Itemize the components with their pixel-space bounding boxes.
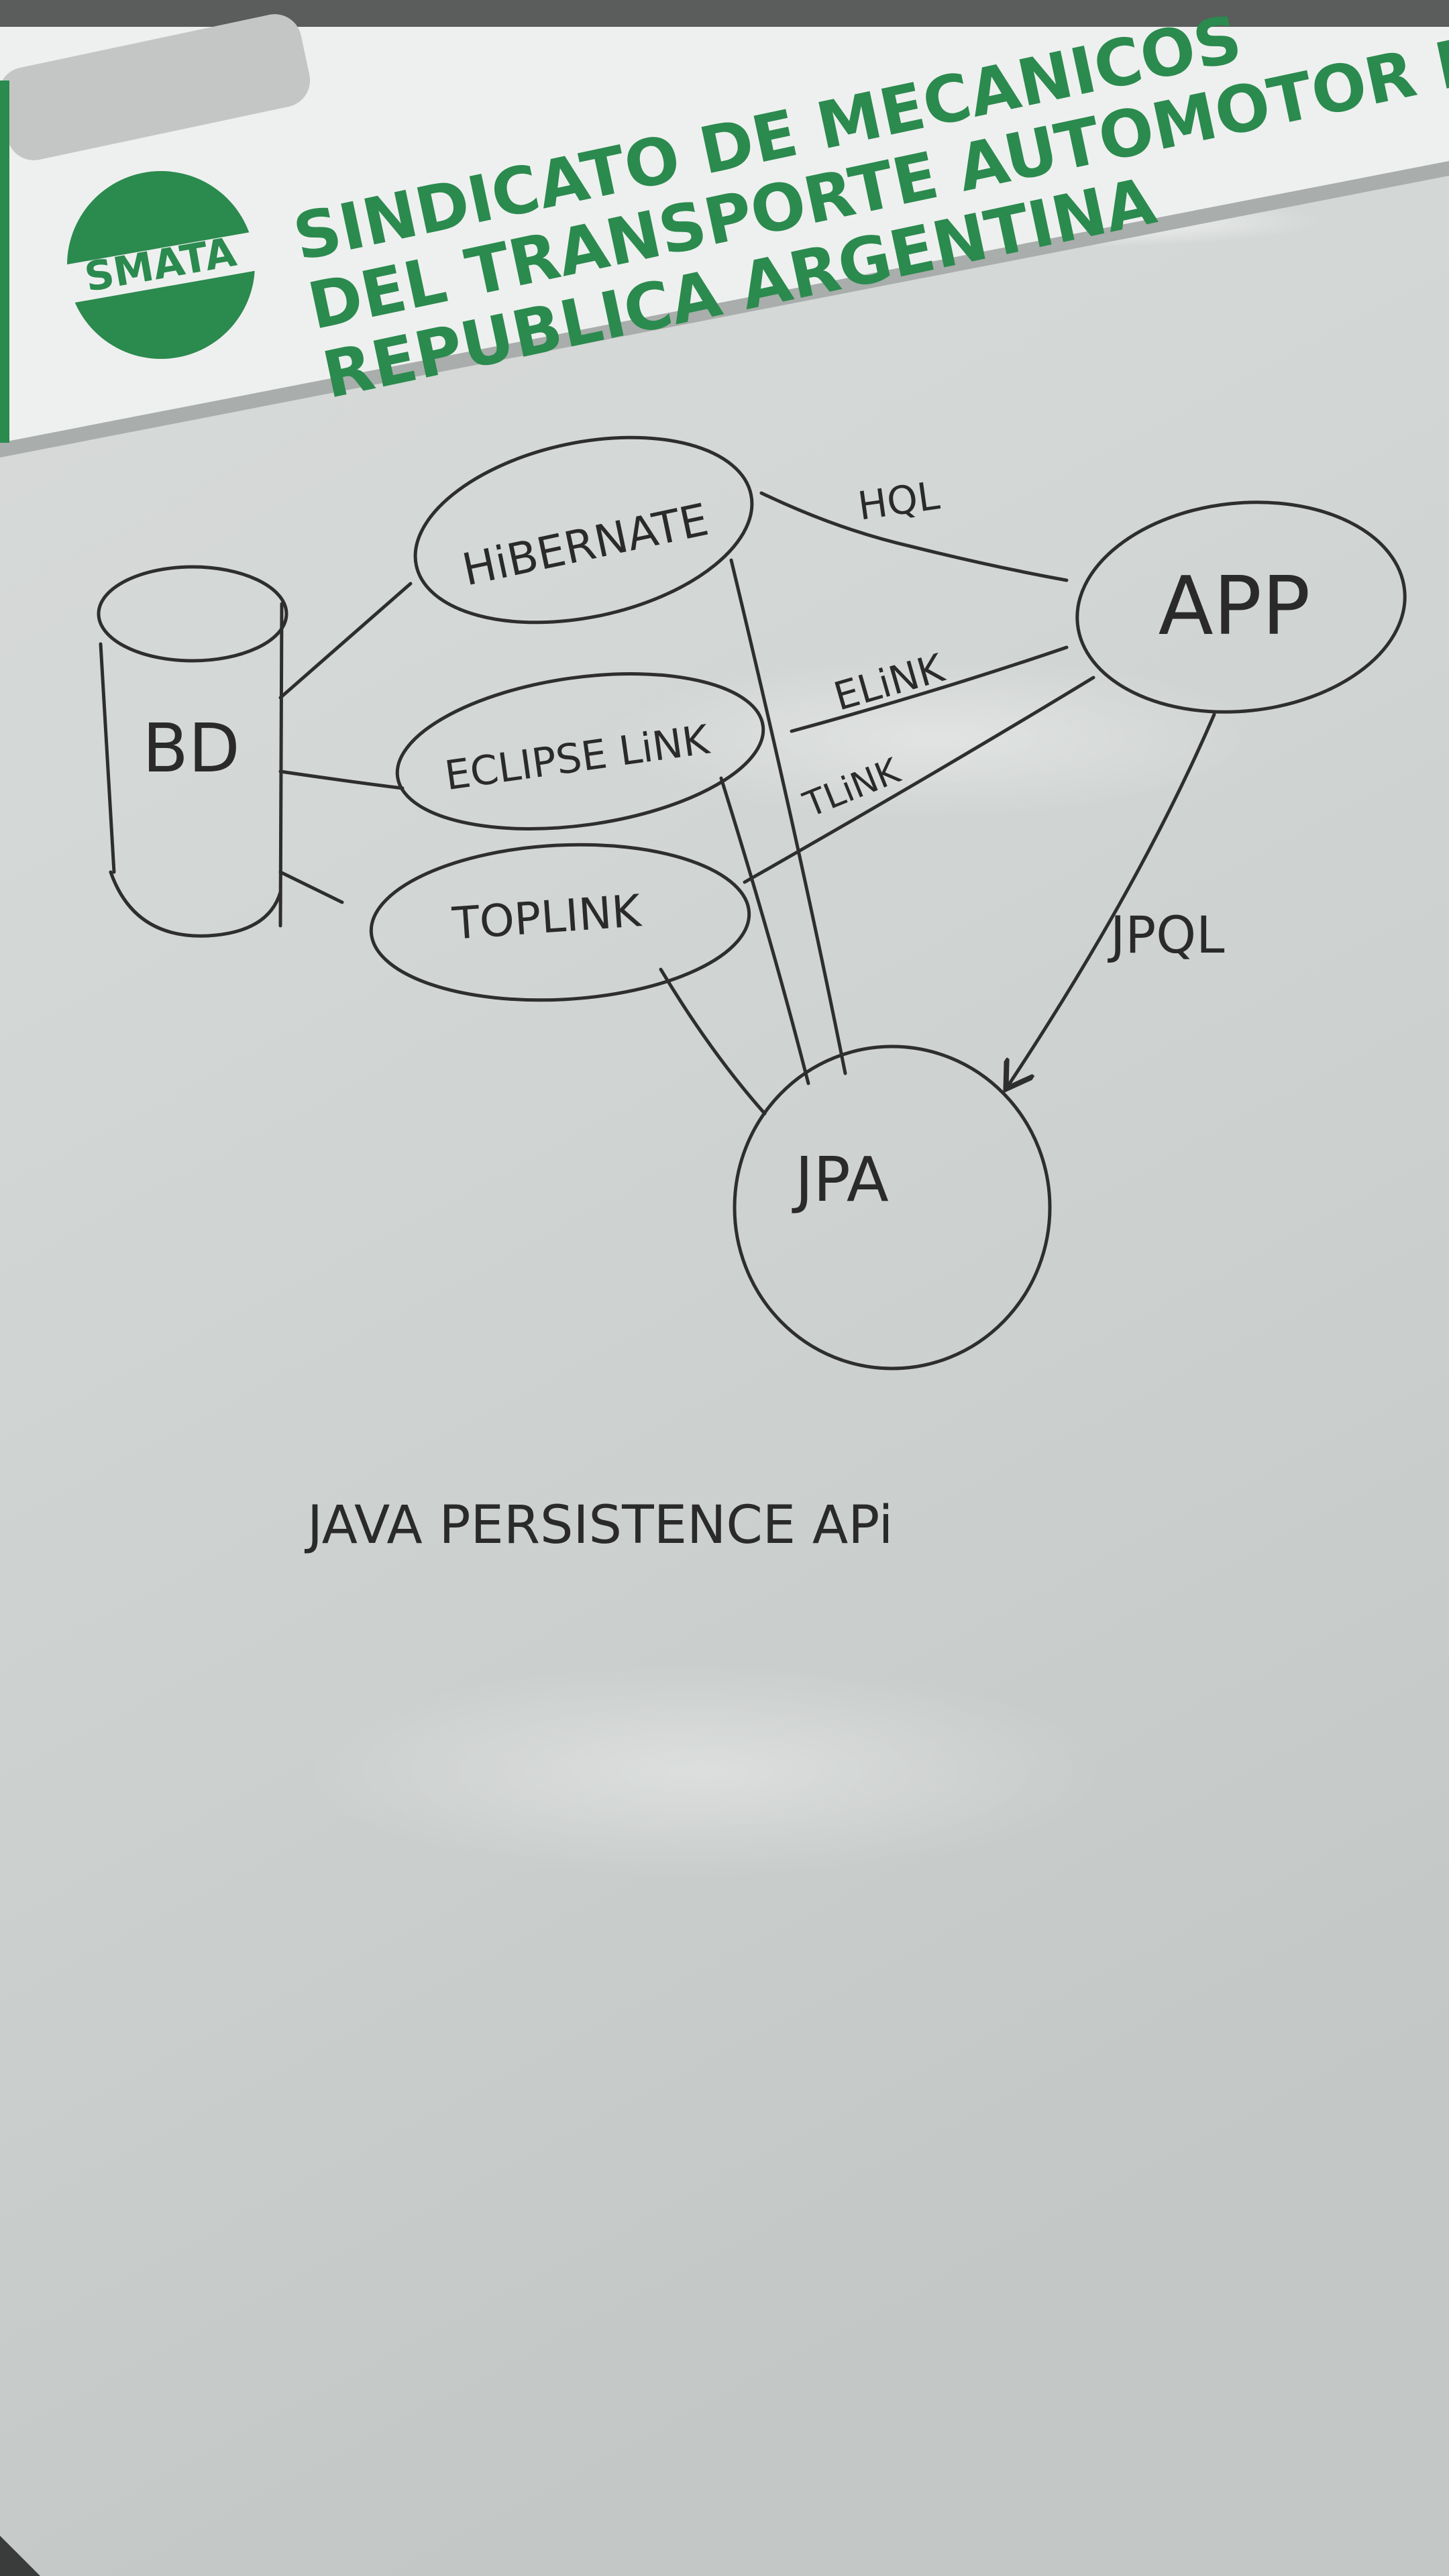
edge-bd-eclipselink <box>278 769 405 790</box>
bd-cylinder-left <box>99 642 116 874</box>
hibernate-ellipse <box>413 435 754 625</box>
edge-app-jpa <box>1010 712 1216 1083</box>
bd-cylinder-bottom <box>109 870 282 938</box>
edge-label-jpql: JPQL <box>1108 905 1224 965</box>
glare-middle <box>302 1664 1107 1878</box>
edge-hibernate-app <box>759 491 1069 582</box>
marker-tray <box>0 14 311 160</box>
diagram-caption: JAVA PERSISTENCE APi <box>304 1495 893 1556</box>
bd-label: BD <box>142 709 240 788</box>
edge-label-hql: HQL <box>855 472 943 529</box>
bd-cylinder-top <box>97 565 288 663</box>
glare-upper <box>604 657 1275 818</box>
app-label: APP <box>1159 560 1311 653</box>
edge-toplink-jpa <box>659 967 767 1116</box>
jpa-label: JPA <box>792 1144 889 1216</box>
node-app: APP <box>1075 500 1407 714</box>
edge-eclipselink-app <box>790 645 1069 733</box>
smata-logo: SMATA <box>61 171 264 359</box>
banner-green-strip <box>0 80 9 443</box>
board-corner <box>0 2536 40 2576</box>
edge-hibernate-jpa <box>729 558 847 1075</box>
app-ellipse <box>1075 500 1407 714</box>
edge-eclipselink-jpa <box>719 776 810 1085</box>
eclipselink-ellipse <box>395 672 765 830</box>
edge-bd-hibernate <box>278 582 413 700</box>
toplink-ellipse <box>369 843 751 1002</box>
bd-cylinder-right <box>278 602 284 928</box>
banner-edge <box>0 161 1449 458</box>
edge-bd-toplink <box>278 870 344 904</box>
node-jpa: JPA <box>733 1044 1052 1371</box>
banner-panel <box>0 0 1449 456</box>
jpa-circle <box>733 1044 1052 1371</box>
